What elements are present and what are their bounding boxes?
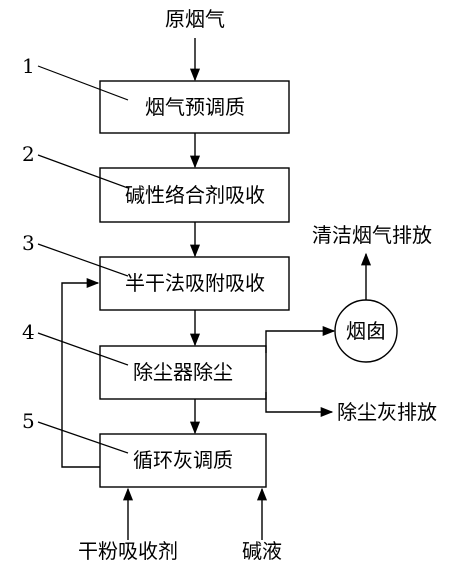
alkali-label: 碱液: [242, 539, 282, 563]
bottom-input-arrows: [122, 487, 268, 540]
step-box-2: [99, 167, 290, 223]
step-number-4: 4: [22, 320, 35, 344]
input-label: 原烟气: [165, 7, 225, 31]
step-label-1: 烟气预调质: [145, 95, 245, 119]
leader-line-1: [37, 65, 129, 101]
leader-line-2: [37, 154, 129, 189]
step-box-1: [99, 80, 290, 134]
leader-lines: [37, 65, 129, 454]
chimney-branch: [265, 252, 398, 418]
step-label-5: 循环灰调质: [133, 448, 233, 472]
dust-discharge-label: 除尘灰排放: [337, 400, 437, 424]
step-number-1: 1: [22, 54, 35, 78]
step-box-5: [99, 433, 267, 488]
recycle-loop: [61, 277, 100, 468]
arrow-to-dust-discharge: [265, 392, 334, 418]
chimney-label: 烟囱: [346, 319, 386, 343]
step-label-2: 碱性络合剂吸收: [125, 183, 265, 207]
recycle-loop-line: [61, 277, 100, 468]
leader-line-4: [37, 332, 129, 366]
arrow-to-chimney: [265, 325, 336, 353]
leader-line-5: [37, 421, 129, 454]
step-number-2: 2: [22, 142, 35, 166]
sorbent-label: 干粉吸收剂: [78, 539, 178, 563]
clean-exhaust-label: 清洁烟气排放: [312, 223, 432, 247]
step-label-4: 除尘器除尘: [133, 360, 233, 384]
step-box-4: [99, 345, 267, 400]
step-number-5: 5: [22, 409, 35, 433]
step-label-3: 半干法吸附吸收: [125, 271, 265, 295]
leader-line-3: [37, 243, 129, 277]
step-box-3: [99, 256, 290, 311]
step-number-3: 3: [22, 231, 35, 255]
